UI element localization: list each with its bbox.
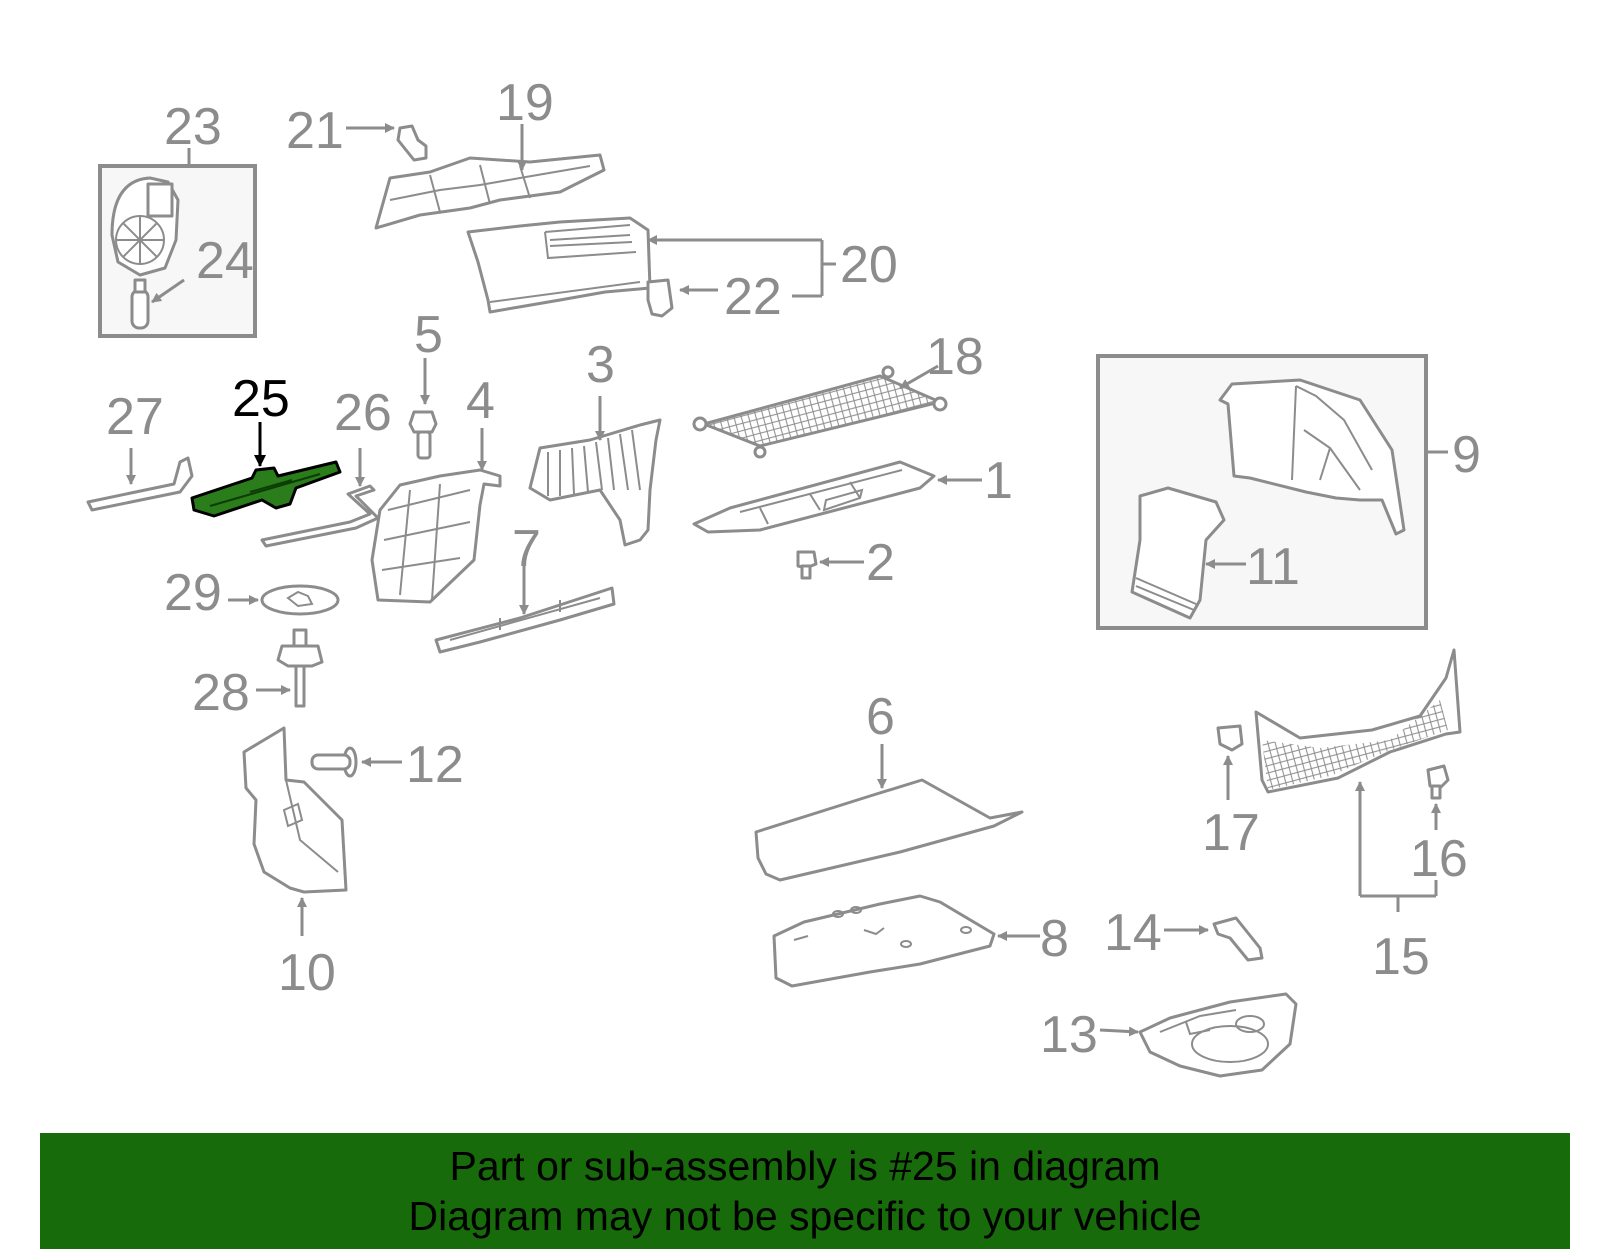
callout-15: 15 bbox=[1372, 928, 1430, 986]
callout-4: 4 bbox=[466, 372, 495, 430]
part-20-side-trim[interactable] bbox=[466, 216, 652, 314]
part-21-clip[interactable] bbox=[346, 123, 428, 162]
part-19-upper-trim[interactable] bbox=[374, 124, 606, 230]
callout-5: 5 bbox=[414, 306, 443, 364]
callout-3: 3 bbox=[586, 336, 615, 394]
callout-25: 25 bbox=[232, 370, 290, 428]
callout-16: 16 bbox=[1410, 830, 1468, 888]
part-28-hold-down-bolt[interactable] bbox=[256, 628, 324, 708]
callout-20: 20 bbox=[840, 236, 898, 294]
part-24-sealant-bottle[interactable] bbox=[130, 278, 185, 330]
callout-26: 26 bbox=[334, 384, 392, 442]
part-14-hook[interactable] bbox=[1164, 916, 1264, 962]
callout-11: 11 bbox=[1246, 538, 1300, 596]
callout-7: 7 bbox=[512, 520, 541, 578]
callout-14: 14 bbox=[1104, 904, 1162, 962]
callout-19: 19 bbox=[496, 74, 554, 132]
part-17-clip[interactable] bbox=[1216, 724, 1244, 800]
part-18-cargo-net[interactable] bbox=[692, 364, 948, 459]
callout-12: 12 bbox=[406, 736, 464, 794]
part-16-clip[interactable] bbox=[1426, 764, 1450, 830]
callout-21: 21 bbox=[286, 102, 344, 160]
part-29-washer[interactable] bbox=[228, 584, 340, 616]
part-6-deck-board[interactable] bbox=[754, 744, 1024, 882]
callout-8: 8 bbox=[1040, 910, 1069, 968]
part-2-clip[interactable] bbox=[796, 550, 864, 580]
banner-line-part-number: Part or sub-assembly is #25 in diagram bbox=[449, 1143, 1161, 1189]
part-26-jack-rod[interactable] bbox=[260, 448, 380, 548]
part-8-floor-panel[interactable] bbox=[772, 894, 1040, 988]
callout-13: 13 bbox=[1040, 1006, 1098, 1064]
part-22-clip[interactable] bbox=[646, 278, 718, 318]
callout-9: 9 bbox=[1452, 426, 1481, 484]
part-1-deck-tray[interactable] bbox=[692, 460, 982, 534]
part-23-compressor[interactable] bbox=[110, 176, 180, 277]
callout-27: 27 bbox=[106, 388, 164, 446]
callout-23: 23 bbox=[164, 98, 222, 156]
part-27-jack-handle[interactable] bbox=[86, 448, 194, 512]
callout-29: 29 bbox=[164, 564, 222, 622]
callout-10: 10 bbox=[278, 944, 336, 1002]
callout-1: 1 bbox=[984, 452, 1013, 510]
part-11-liner[interactable] bbox=[1130, 486, 1246, 620]
part-10-quarter-trim[interactable] bbox=[242, 726, 348, 936]
part-12-fastener[interactable] bbox=[310, 746, 402, 778]
callout-2: 2 bbox=[866, 534, 895, 592]
leader-20-bracket bbox=[647, 235, 836, 298]
part-7-sill-plate[interactable] bbox=[434, 566, 616, 654]
callout-24: 24 bbox=[196, 232, 254, 290]
info-banner: Part or sub-assembly is #25 in diagram D… bbox=[40, 1133, 1570, 1249]
part-9-wheelhouse-trim[interactable] bbox=[1218, 378, 1406, 536]
part-13-spare-tub[interactable] bbox=[1099, 992, 1298, 1078]
callout-18: 18 bbox=[926, 328, 984, 386]
part-3-panel[interactable] bbox=[528, 396, 662, 547]
part-4-side-panel[interactable] bbox=[370, 428, 502, 604]
callout-22: 22 bbox=[724, 268, 782, 326]
callout-28: 28 bbox=[192, 664, 250, 722]
part-25-jack-highlighted[interactable] bbox=[190, 422, 342, 518]
banner-line-disclaimer: Diagram may not be specific to your vehi… bbox=[408, 1193, 1202, 1239]
callout-17: 17 bbox=[1202, 804, 1260, 862]
callout-6: 6 bbox=[866, 688, 895, 746]
part-5-bolt[interactable] bbox=[408, 358, 438, 460]
part-15-rear-trim[interactable] bbox=[1254, 648, 1462, 912]
